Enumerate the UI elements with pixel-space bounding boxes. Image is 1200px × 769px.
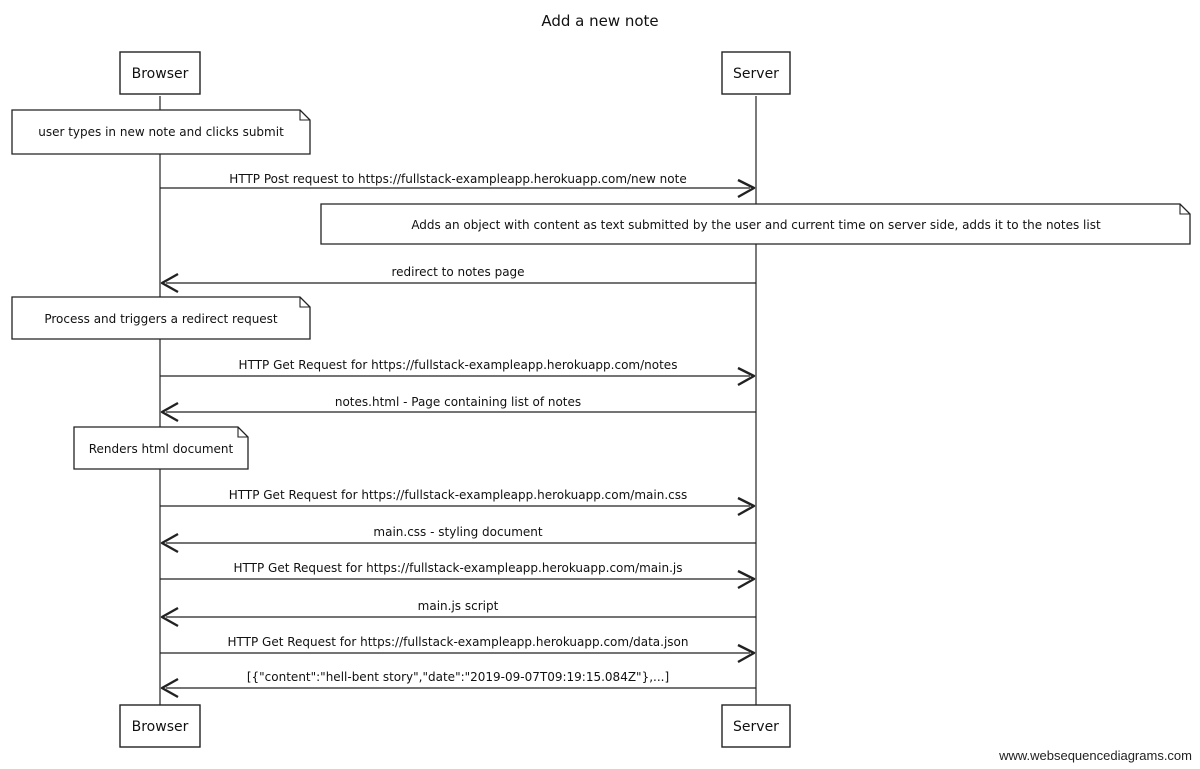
message-label: notes.html - Page containing list of not… bbox=[335, 395, 581, 409]
note-text: Renders html document bbox=[89, 442, 234, 456]
message-label: HTTP Post request to https://fullstack-e… bbox=[229, 172, 686, 186]
note-text: user types in new note and clicks submit bbox=[38, 125, 284, 139]
diagram-title: Add a new note bbox=[541, 12, 658, 30]
participant-label: Browser bbox=[132, 66, 189, 82]
note: user types in new note and clicks submit bbox=[11, 109, 311, 155]
message-arrow: notes.html - Page containing list of not… bbox=[160, 395, 756, 423]
message-label: HTTP Get Request for https://fullstack-e… bbox=[239, 358, 678, 372]
message-label: redirect to notes page bbox=[391, 265, 524, 279]
message-label: HTTP Get Request for https://fullstack-e… bbox=[234, 561, 683, 575]
participant-browser-bottom: Browser bbox=[119, 704, 201, 748]
message-label: main.css - styling document bbox=[373, 525, 542, 539]
participant-label: Server bbox=[733, 719, 779, 735]
message-arrow: HTTP Get Request for https://fullstack-e… bbox=[160, 635, 756, 664]
note-text: Adds an object with content as text subm… bbox=[411, 218, 1101, 232]
message-label: HTTP Get Request for https://fullstack-e… bbox=[228, 635, 689, 649]
message-label: main.js script bbox=[418, 599, 499, 613]
participant-server-bottom: Server bbox=[721, 704, 791, 748]
message-arrow: HTTP Get Request for https://fullstack-e… bbox=[160, 358, 756, 387]
note: Adds an object with content as text subm… bbox=[320, 203, 1191, 245]
message-arrow: HTTP Post request to https://fullstack-e… bbox=[160, 172, 756, 199]
message-arrow: [{"content":"hell-bent story","date":"20… bbox=[160, 670, 756, 699]
note: Process and triggers a redirect request bbox=[11, 296, 311, 340]
message-arrow: main.css - styling document bbox=[160, 525, 756, 554]
message-arrow: HTTP Get Request for https://fullstack-e… bbox=[160, 561, 756, 590]
participant-label: Server bbox=[733, 66, 779, 82]
footer-credit: www.websequencediagrams.com bbox=[998, 748, 1192, 763]
note: Renders html document bbox=[73, 426, 249, 470]
message-arrow: redirect to notes page bbox=[160, 265, 756, 294]
message-label: [{"content":"hell-bent story","date":"20… bbox=[247, 670, 669, 684]
message-label: HTTP Get Request for https://fullstack-e… bbox=[229, 488, 688, 502]
participant-server-top: Server bbox=[721, 51, 791, 95]
message-arrow: HTTP Get Request for https://fullstack-e… bbox=[160, 488, 756, 517]
participant-browser-top: Browser bbox=[119, 51, 201, 95]
participant-label: Browser bbox=[132, 719, 189, 735]
note-text: Process and triggers a redirect request bbox=[44, 312, 278, 326]
message-arrow: main.js script bbox=[160, 599, 756, 628]
